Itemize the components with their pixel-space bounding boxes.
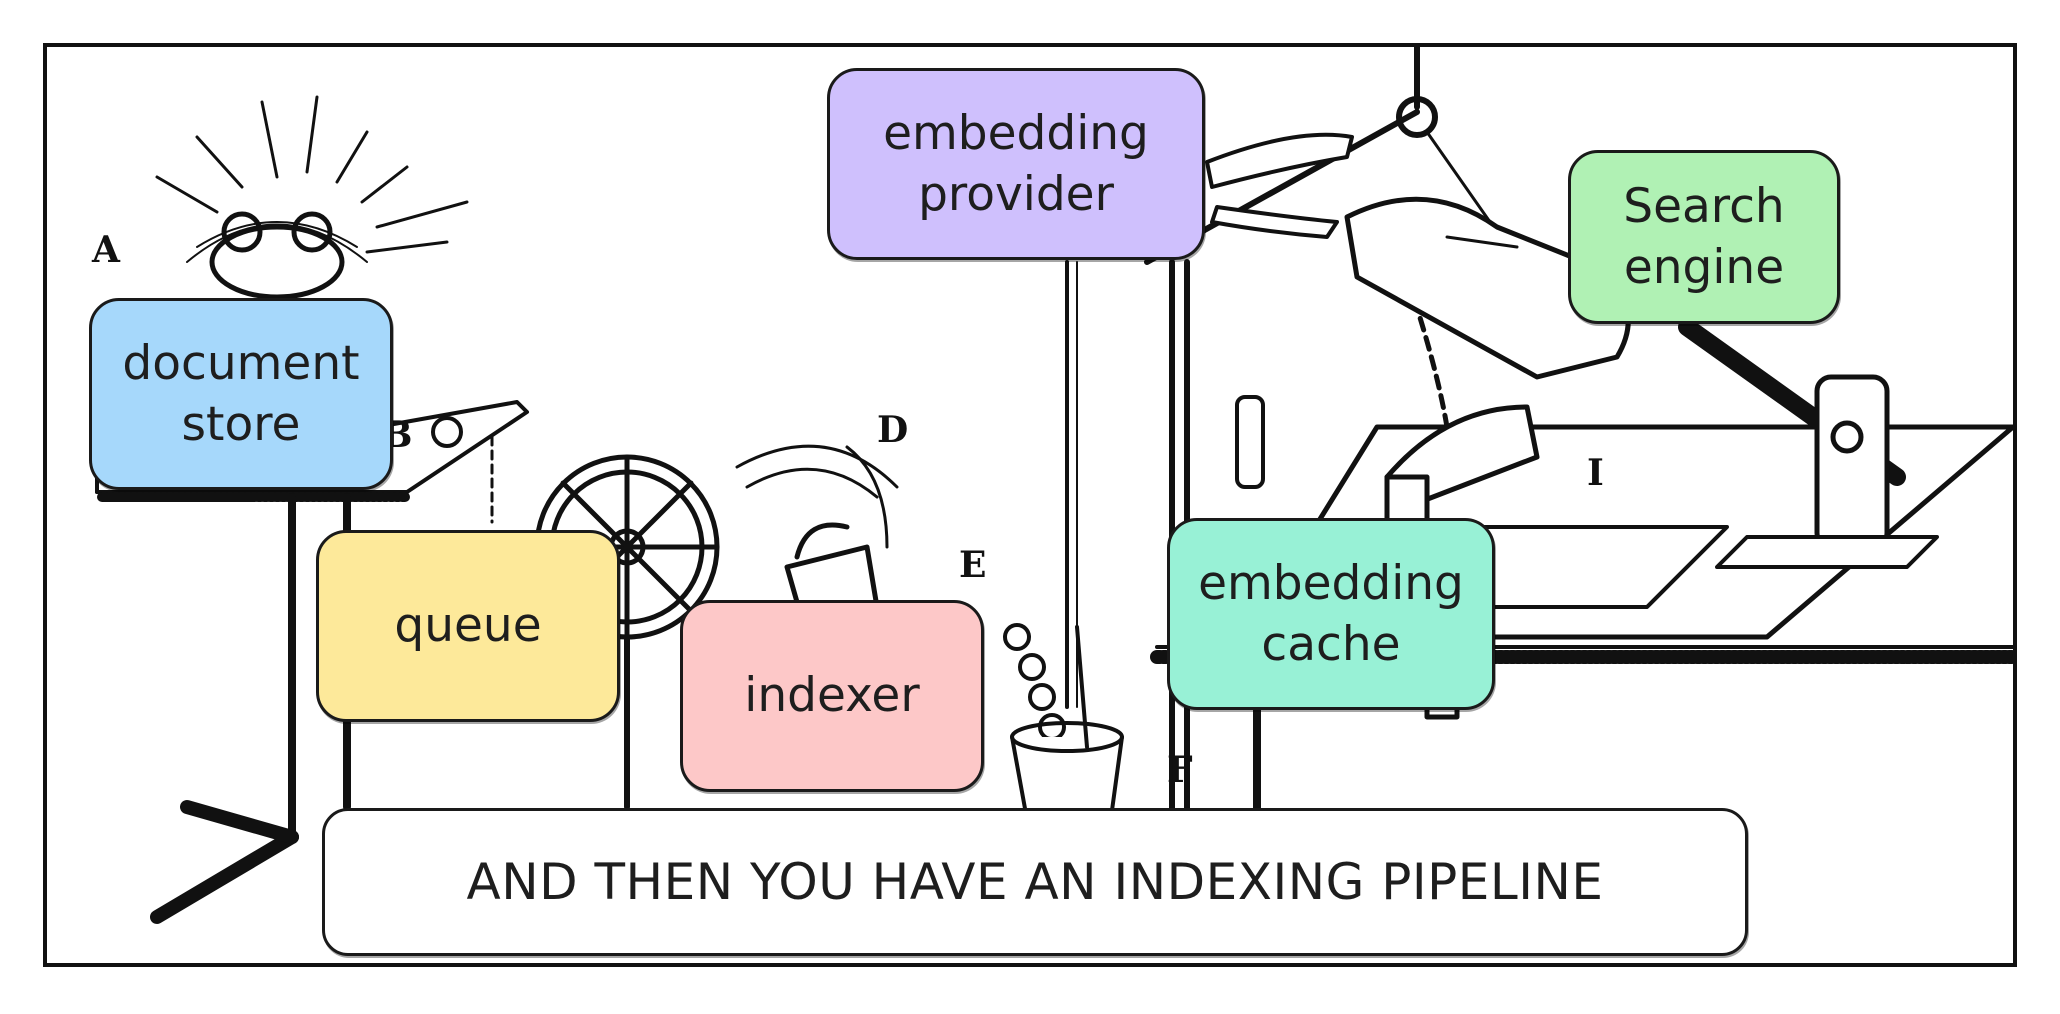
search-engine-label: Search engine (1623, 178, 1785, 295)
caption-box: AND THEN YOU HAVE AN INDEXING PIPELINE (322, 808, 1748, 956)
illustration-letters: A B D E F I (91, 229, 1604, 791)
queue-label: queue (394, 598, 542, 654)
indexer-box: indexer (680, 600, 984, 792)
bucket-icon (1003, 260, 1124, 849)
letter-f: F (1167, 749, 1193, 791)
document-store-box: document store (89, 298, 393, 490)
rube-goldberg-illustration: A B D E F I (91, 47, 2013, 924)
crank-icon (1678, 318, 1939, 569)
document-store-label: document store (122, 335, 360, 452)
embedding-cache-box: embedding cache (1167, 518, 1495, 710)
left-table-icon (95, 400, 529, 924)
caption-text: AND THEN YOU HAVE AN INDEXING PIPELINE (466, 853, 1604, 911)
letter-d: D (877, 409, 908, 451)
embedding-cache-label: embedding cache (1198, 555, 1464, 672)
embedding-provider-box: embedding provider (827, 68, 1205, 260)
embedding-provider-label: embedding provider (883, 105, 1149, 222)
letter-e: E (959, 544, 986, 586)
alarm-clock-icon (155, 95, 469, 300)
search-engine-box: Search engine (1568, 150, 1840, 324)
indexer-label: indexer (744, 668, 920, 724)
queue-box: queue (316, 530, 620, 722)
letter-a: A (91, 229, 121, 271)
letter-i: I (1587, 452, 1604, 494)
